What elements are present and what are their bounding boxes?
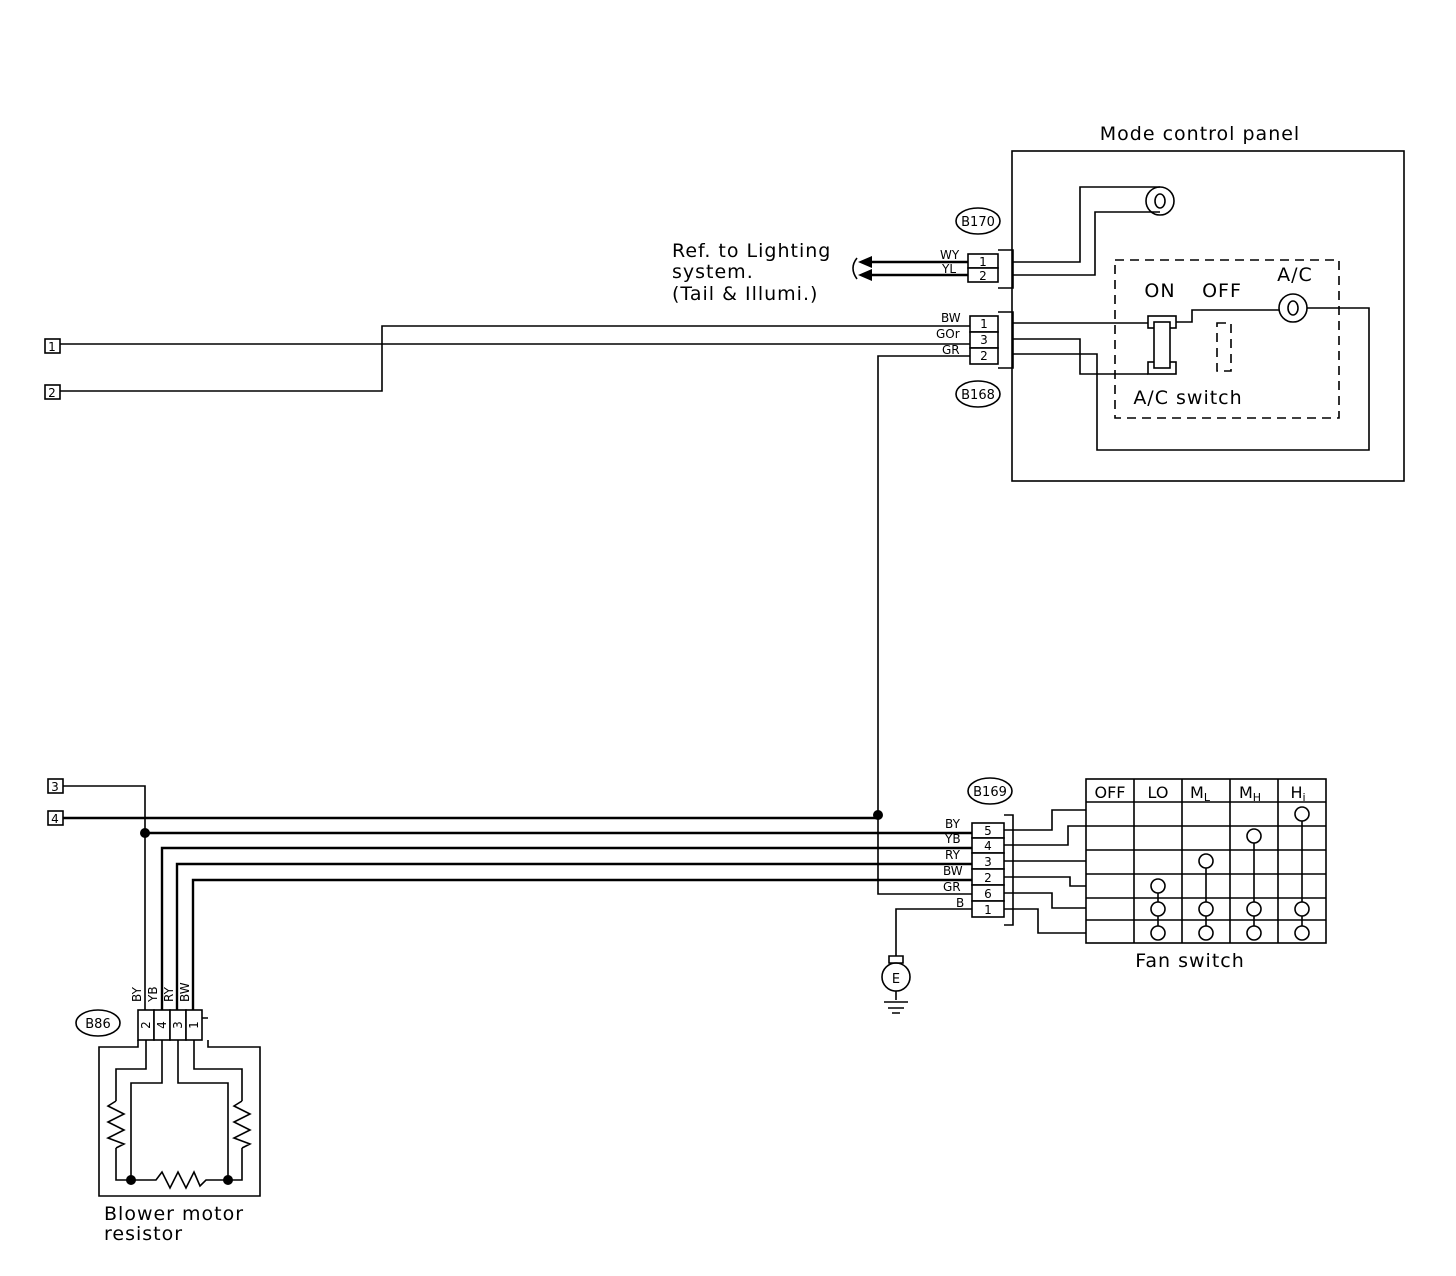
b86-wire-by: BY bbox=[130, 986, 144, 1002]
b169-wire-bw: BW bbox=[943, 864, 963, 878]
svg-text:2: 2 bbox=[48, 386, 56, 400]
ac-indicator-label: A/C bbox=[1277, 264, 1313, 286]
ac-switch-box bbox=[1114, 259, 1340, 419]
ac-switch-contacts bbox=[1147, 309, 1279, 375]
b169-pin-1: 1 bbox=[984, 903, 992, 917]
resistor-right bbox=[232, 1100, 252, 1149]
fan-position-off: OFF bbox=[1095, 783, 1126, 802]
ac-switch-off-label: OFF bbox=[1202, 280, 1242, 302]
b86-pin-4: 4 bbox=[155, 1021, 169, 1029]
illumination-lamp bbox=[1013, 186, 1175, 276]
resistor-bottom bbox=[131, 1170, 228, 1190]
b168-pin-3: 3 bbox=[980, 333, 988, 347]
connector-b168-id: B168 bbox=[961, 388, 995, 403]
splice-by bbox=[140, 828, 150, 838]
connector-b170-id: B170 bbox=[961, 215, 995, 230]
b169-wire-by: BY bbox=[945, 817, 961, 831]
fan-position-ml: ML bbox=[1190, 783, 1211, 804]
ac-switch-on-label: ON bbox=[1144, 280, 1175, 302]
terminal-3: 3 bbox=[47, 778, 64, 794]
fan-switch-label: Fan switch bbox=[1135, 950, 1245, 972]
ref-lighting-line2: system. bbox=[672, 261, 754, 283]
b168-pin-2: 2 bbox=[980, 349, 988, 363]
ref-lighting-line1: Ref. to Lighting bbox=[672, 240, 831, 262]
b169-fan-switch-wiring bbox=[1004, 809, 1086, 934]
fan-position-mh: MH bbox=[1239, 783, 1261, 804]
b169-pin-5: 5 bbox=[984, 824, 992, 838]
fan-switch: OFF LO ML MH Hi Fan switch bbox=[1085, 778, 1327, 972]
b168-wire-gr: GR bbox=[942, 343, 960, 357]
b169-wire-yb: YB bbox=[944, 832, 961, 846]
b169-pin-2: 2 bbox=[984, 871, 992, 885]
blower-resistor-label-line2: resistor bbox=[104, 1223, 183, 1245]
terminal-4: 4 bbox=[47, 810, 64, 826]
mode-control-panel-box bbox=[1011, 150, 1405, 482]
ac-switch-label: A/C switch bbox=[1133, 387, 1242, 409]
connector-b168: 1 3 2 BW GOr GR B168 bbox=[936, 311, 1014, 408]
b168-pin-1: 1 bbox=[980, 317, 988, 331]
b170-wire-wy: WY bbox=[940, 248, 960, 262]
connector-b86: B86 2 4 3 1 BY YB RY BW bbox=[75, 982, 208, 1041]
mode-control-panel: Mode control panel ON OFF A/C A/C switch bbox=[1011, 123, 1405, 482]
svg-text:1: 1 bbox=[48, 340, 56, 354]
connector-b169-id: B169 bbox=[973, 785, 1007, 800]
wire-gr-vertical bbox=[877, 355, 972, 895]
b86-wire-yb: YB bbox=[146, 986, 160, 1003]
svg-text:3: 3 bbox=[51, 780, 59, 794]
b170-pin-1: 1 bbox=[979, 255, 987, 269]
wire-terminal2-bw bbox=[60, 325, 970, 392]
b170-pin-2: 2 bbox=[979, 269, 987, 283]
resistor-left bbox=[106, 1100, 126, 1149]
b169-wire-gr: GR bbox=[943, 880, 961, 894]
splice-gr bbox=[873, 810, 883, 820]
fan-switch-grid bbox=[1085, 778, 1327, 944]
wire-yb bbox=[160, 846, 972, 1018]
b169-pin-4: 4 bbox=[984, 839, 992, 853]
b169-wire-b: B bbox=[956, 896, 964, 910]
terminal-2: 2 bbox=[44, 384, 61, 400]
ground-label: E bbox=[892, 972, 900, 987]
connector-b169: B169 5 4 3 2 6 1 BY YB RY BW GR B bbox=[895, 777, 1014, 956]
ground-symbol: E bbox=[881, 955, 911, 1014]
ref-lighting-line3: (Tail & Illumi.) bbox=[672, 283, 818, 305]
connector-b86-id: B86 bbox=[85, 1017, 110, 1032]
b170-wire-yl: YL bbox=[941, 262, 956, 276]
b86-wire-ry: RY bbox=[162, 986, 176, 1002]
mode-control-panel-title: Mode control panel bbox=[1100, 123, 1300, 145]
svg-text:4: 4 bbox=[51, 812, 59, 826]
b168-wire-bw: BW bbox=[941, 311, 961, 325]
fan-position-hi: Hi bbox=[1290, 783, 1305, 804]
b86-pin-1: 1 bbox=[187, 1021, 201, 1029]
fan-position-lo: LO bbox=[1148, 783, 1169, 802]
blower-motor-resistor bbox=[98, 1040, 261, 1197]
connector-b170: B170 1 2 WY YL bbox=[852, 207, 1014, 289]
b86-wire-bw: BW bbox=[178, 982, 192, 1002]
terminal-1: 1 bbox=[44, 338, 61, 354]
wire-bw-b169 bbox=[191, 878, 972, 1018]
blower-resistor-label-line1: Blower motor bbox=[104, 1203, 244, 1225]
b86-pin-2: 2 bbox=[139, 1021, 153, 1029]
wire-terminal3 bbox=[63, 785, 146, 1018]
ac-indicator-lamp bbox=[1013, 293, 1370, 451]
b168-wire-gor: GOr bbox=[936, 327, 960, 341]
b86-pin-3: 3 bbox=[171, 1021, 185, 1029]
b169-pin-3: 3 bbox=[984, 855, 992, 869]
b169-pin-6: 6 bbox=[984, 887, 992, 901]
b169-wire-ry: RY bbox=[945, 848, 961, 862]
wire-ry bbox=[175, 862, 972, 1018]
